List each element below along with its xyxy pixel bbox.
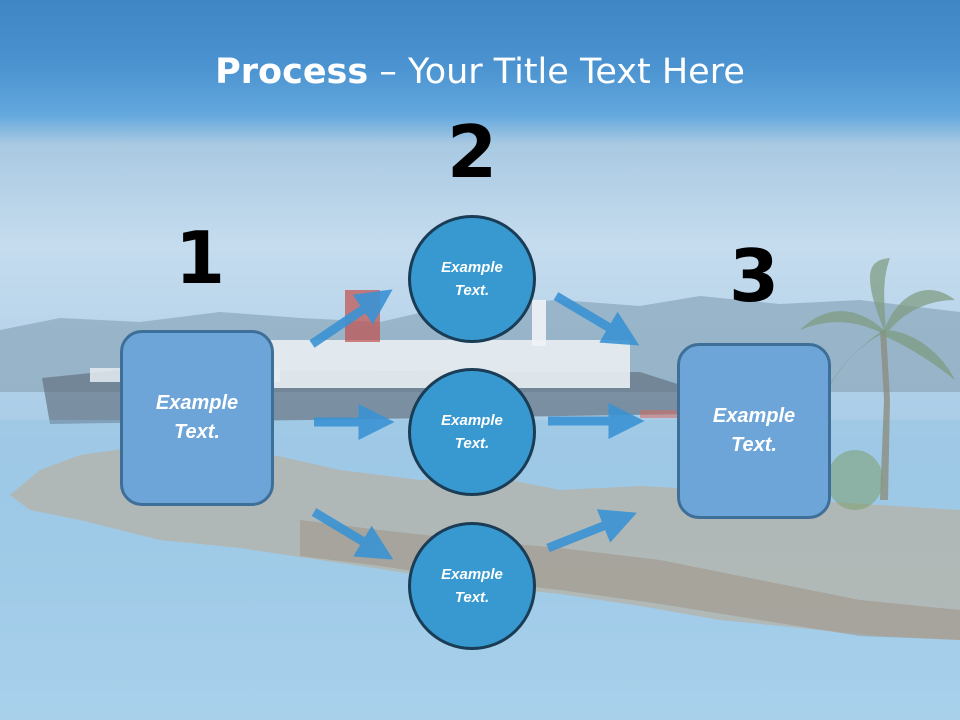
step-box-3-text: Example Text.: [712, 405, 796, 456]
step-number-1: 1: [174, 216, 226, 300]
step-circle-1-text: Example Text.: [441, 259, 503, 299]
bush-shape: [827, 450, 883, 510]
ship-stern-stripe: [640, 410, 680, 418]
step-box-1: Example Text.: [120, 330, 274, 506]
step-box-3: Example Text.: [677, 343, 831, 519]
arrow-right-icon: [546, 509, 637, 553]
ship-mast: [532, 300, 546, 346]
step-circle-2-text: Example Text.: [441, 412, 503, 452]
palm-leaves: [800, 258, 955, 395]
slide-title: Process – Your Title Text Here: [0, 52, 960, 92]
arrow-right-icon: [311, 508, 394, 560]
arrow-right-icon: [309, 289, 393, 348]
step-number-2: 2: [446, 110, 498, 194]
palm-trunk: [880, 330, 890, 500]
step-circle-3-text: Example Text.: [441, 566, 503, 606]
step-circle-3: Example Text.: [408, 522, 536, 650]
step-circle-2: Example Text.: [408, 368, 536, 496]
step-circle-1: Example Text.: [408, 215, 536, 343]
step-box-1-text: Example Text.: [155, 392, 239, 443]
title-bold: Process: [215, 52, 369, 92]
arrow-right-icon: [553, 292, 640, 346]
step-number-3: 3: [728, 234, 780, 318]
title-rest: – Your Title Text Here: [368, 52, 745, 92]
